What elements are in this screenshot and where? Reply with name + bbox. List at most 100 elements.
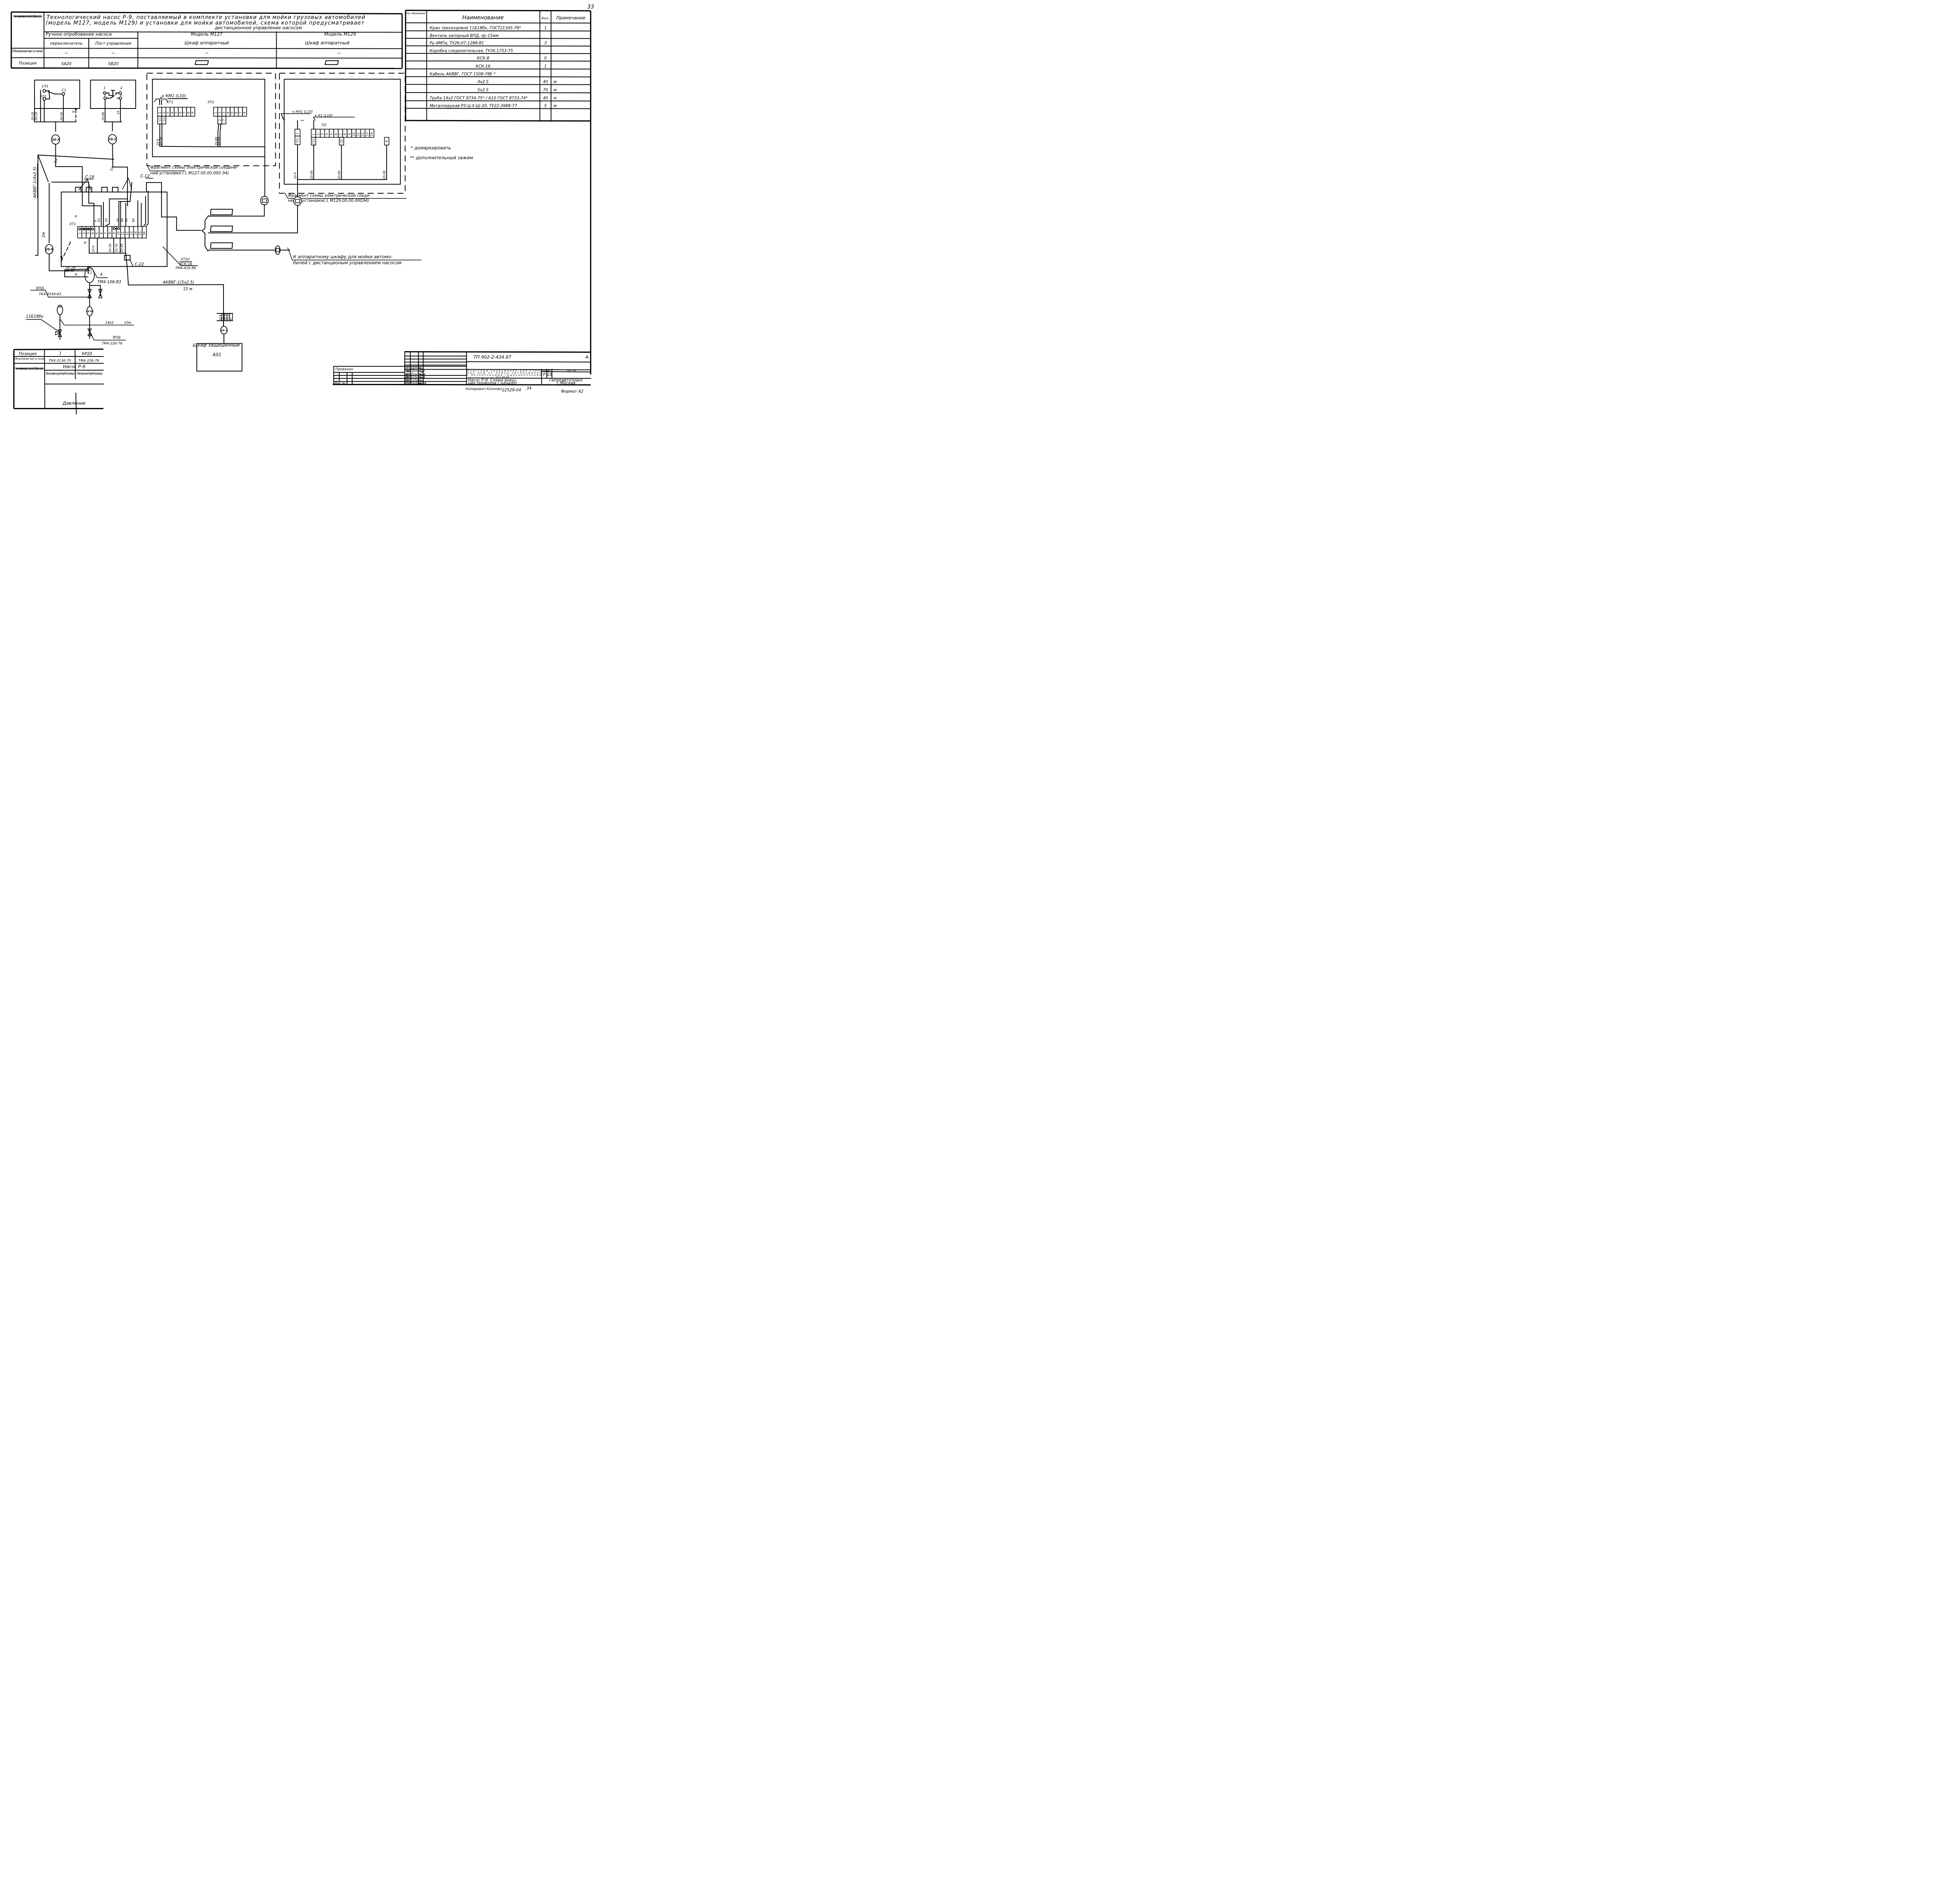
bt-pressure: Давление xyxy=(62,400,86,406)
note-star: * домаркировать xyxy=(411,145,451,151)
header-table: Наименование параметра и место отбора им… xyxy=(10,11,403,69)
wire-label: 20-9 xyxy=(92,246,95,252)
spec-row-name: КСК-8 xyxy=(477,56,489,60)
terminal-number: 4 xyxy=(325,133,329,135)
strip-label: N xyxy=(230,318,233,320)
terminal-mark: 2 xyxy=(218,119,222,121)
terminal-number: 14 xyxy=(134,231,138,235)
terminal-cell xyxy=(186,107,191,117)
terminal-number: 3 xyxy=(321,133,324,135)
role-name: Калмыков xyxy=(411,381,427,385)
wire-label: 39 xyxy=(116,219,120,222)
switch-label: переключатель xyxy=(50,42,83,46)
position-label: Позиция xyxy=(19,62,36,66)
role-name: Кузнецов xyxy=(411,372,425,376)
spec-header-qty: Кол. xyxy=(542,17,549,21)
org-city: г.Москва xyxy=(557,381,575,386)
wire-label: 20-9 xyxy=(294,172,297,179)
note-double-star: ** дополнительный зажим xyxy=(410,155,473,160)
wire-label: 9 xyxy=(94,220,97,222)
spec-row-name: 5х2.5 xyxy=(477,88,489,93)
pin-number: 1 xyxy=(90,266,91,269)
cell: 1 xyxy=(296,133,299,134)
terminal-number: 8 xyxy=(108,232,112,234)
terminal-cell xyxy=(230,107,235,117)
terminal-cell xyxy=(225,107,231,117)
spec-row-note: м xyxy=(554,96,557,101)
terminal-number: 1 xyxy=(78,232,81,234)
terminal-cell xyxy=(347,129,352,138)
terminal-cell xyxy=(190,107,195,117)
bt-designation-value: ТК4-3136-70 xyxy=(49,359,71,363)
m129-caption-line2: нений установки( L М129.00.00.000Э4) xyxy=(288,199,369,203)
electrical-schematic: 33 Наименование параметра и место отбора… xyxy=(10,4,594,415)
drawing-title2: них проводок ( начало) xyxy=(468,381,517,386)
gland-c16: С-16 xyxy=(85,175,95,179)
terminal-label: 1Л1 xyxy=(41,85,48,89)
extra-marks: ** xyxy=(301,120,304,124)
terminal-number: 9 xyxy=(112,232,116,234)
terminal-number: 3 xyxy=(166,112,170,114)
terminal-number: 4 xyxy=(91,232,95,234)
length-label: 1м xyxy=(110,166,115,172)
header-title-line2: (модель М127, модель М129) и установки д… xyxy=(46,20,365,26)
terminal-cell xyxy=(221,116,227,124)
spec-row-qty: 40 xyxy=(543,96,548,101)
wire-label: 29 xyxy=(105,219,108,222)
role-name: Белоус xyxy=(411,366,422,370)
terminal-number: 10 xyxy=(352,133,356,136)
cabinet-symbol xyxy=(194,60,209,65)
switch-box-sa20: 1Л1 2Л1 С1 20-29 20-19 20-59 N 20-3 1м xyxy=(31,79,83,207)
drawing-title1: Насос Р-9. Схема внеш- xyxy=(468,378,517,382)
ref-line1: XT20 xyxy=(181,258,190,262)
wire-label: 20-49 xyxy=(120,244,124,252)
sensor-wire: 20-39 xyxy=(65,269,74,273)
bottom-cable-label: АКВВГ-1(5х2.5) xyxy=(162,281,194,285)
terminal-cell xyxy=(329,129,334,138)
stage-label: Стадия xyxy=(540,369,549,372)
bt-pump: Насос Р-9 xyxy=(63,364,85,369)
terminal-c1 xyxy=(62,92,65,96)
terminal-number: 1 xyxy=(158,112,162,114)
wire-label: N xyxy=(83,241,87,244)
terminal-cell xyxy=(174,107,179,117)
signature-icon xyxy=(419,374,423,376)
role-label: Рук гр. xyxy=(405,378,410,382)
page-number: 33 xyxy=(587,4,594,10)
role-name: Кузнецов xyxy=(411,375,425,379)
position-value: SB20 xyxy=(108,62,119,66)
gland-c12: С-12 xyxy=(140,174,150,179)
cock-label: 11Б18бк xyxy=(26,314,44,319)
left-cable: АКВВГ-1(4х2.5) 2м 20-4 xyxy=(33,155,72,271)
left-cable-label: АКВВГ-1(4х2.5) xyxy=(33,167,38,198)
terminal-number: 6 xyxy=(179,112,182,114)
terminal-number: 5 xyxy=(330,133,333,135)
terminal-number: 9 xyxy=(191,112,194,114)
pipe-length: 10м xyxy=(124,321,131,325)
left-length: 2м xyxy=(42,232,46,238)
terminal-number: 4 xyxy=(170,112,174,114)
p2-label: П2 xyxy=(322,124,327,127)
spec-row-name: Ру-4МПа, ТУ26-07-1288-81 xyxy=(430,41,484,45)
strip-label: 20-39 xyxy=(225,313,227,320)
terminal-number: 13 xyxy=(130,231,133,235)
terminal-number: 13 xyxy=(366,133,369,136)
xt2-label: XT2 xyxy=(207,101,215,105)
cabinet-m129-label: Шкаф аппаратный xyxy=(305,40,349,45)
terminal-number: 5 xyxy=(231,112,234,114)
role-name: Шунский xyxy=(411,369,425,373)
terminal-mark: *21 xyxy=(312,139,315,144)
terminal-number: 1 xyxy=(312,133,315,135)
terminal-cell xyxy=(103,226,108,239)
footer-sheet-no: 34 xyxy=(526,387,532,391)
stage-value: Р xyxy=(543,373,546,377)
valve-label: ВПД xyxy=(36,287,44,291)
pi-label: PI xyxy=(58,306,61,308)
lead-kh1: к КН1 (L10) xyxy=(292,110,313,114)
terminal-number: 2 xyxy=(83,232,86,234)
terminal-cell xyxy=(221,107,227,117)
wire-label: N xyxy=(74,215,78,217)
